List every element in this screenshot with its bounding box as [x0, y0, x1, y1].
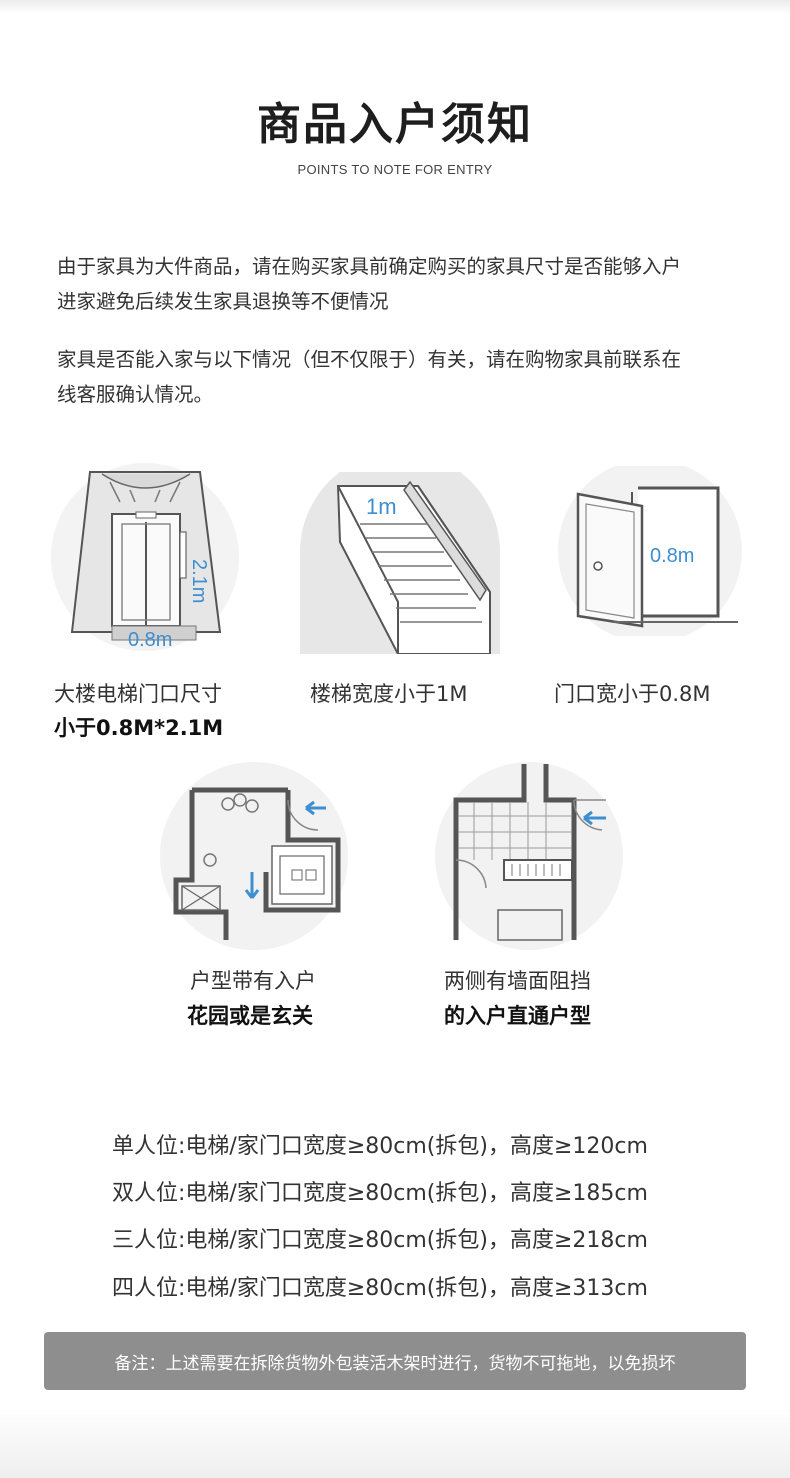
page-subtitle: POINTS TO NOTE FOR ENTRY [297, 162, 493, 177]
case-corridor-label-bold: 的入户直通户型 [444, 1004, 591, 1028]
intro-paragraph-1: 由于家具为大件商品，请在购买家具前确定购买的家具尺寸是否能够入户 进家避免后续发… [57, 249, 747, 319]
note-text: 备注：上述需要在拆除货物外包装活木架时进行，货物不可拖地，以免损坏 [114, 1353, 676, 1374]
requirement-quad-seat: 四人位:电梯/家门口宽度≥80cm(拆包)，高度≥313cm [112, 1276, 648, 1301]
intro-paragraph-2: 家具是否能入家与以下情况（但不仅限于）有关，请在购物家具前联系在 线客服确认情况… [57, 342, 747, 412]
case-garden-label: 户型带有入户 [190, 969, 316, 993]
requirement-triple-seat: 三人位:电梯/家门口宽度≥80cm(拆包)，高度≥218cm [112, 1228, 648, 1253]
top-shade [0, 0, 790, 14]
bottom-shade [0, 1408, 790, 1478]
case-elevator-label-bold: 小于0.8M*2.1M [54, 716, 224, 740]
case-elevator-label: 大楼电梯门口尺寸 [54, 682, 222, 706]
stairs-icon: 1m [300, 472, 500, 654]
intro-line-4: 线客服确认情况。 [57, 383, 214, 406]
elevator-width-label: 0.8m [128, 629, 172, 651]
intro-line-2: 进家避免后续发生家具退换等不便情况 [57, 290, 389, 313]
floorplan-corridor-icon [435, 762, 623, 950]
elevator-height-label: 2.1m [188, 559, 210, 603]
case-corridor-label: 两侧有墙面阻挡 [444, 969, 591, 993]
requirement-single-seat: 单人位:电梯/家门口宽度≥80cm(拆包)，高度≥120cm [112, 1134, 648, 1159]
requirement-double-seat: 双人位:电梯/家门口宽度≥80cm(拆包)，高度≥185cm [112, 1181, 648, 1206]
note-banner: 备注：上述需要在拆除货物外包装活木架时进行，货物不可拖地，以免损坏 [44, 1332, 746, 1390]
elevator-icon: 2.1m 0.8m [51, 463, 239, 651]
stairs-width-label: 1m [366, 494, 397, 519]
door-width-label: 0.8m [650, 545, 694, 567]
case-garden-label-bold: 花园或是玄关 [187, 1004, 313, 1028]
case-stairs-label: 楼梯宽度小于1M [310, 682, 468, 706]
floorplan-garden-icon [160, 762, 348, 950]
page-title: 商品入户须知 [257, 99, 533, 150]
intro-line-1: 由于家具为大件商品，请在购买家具前确定购买的家具尺寸是否能够入户 [57, 255, 682, 278]
door-icon: 0.8m [558, 466, 742, 636]
intro-line-3: 家具是否能入家与以下情况（但不仅限于）有关，请在购物家具前联系在 [57, 348, 682, 371]
case-door-label: 门口宽小于0.8M [554, 682, 711, 706]
